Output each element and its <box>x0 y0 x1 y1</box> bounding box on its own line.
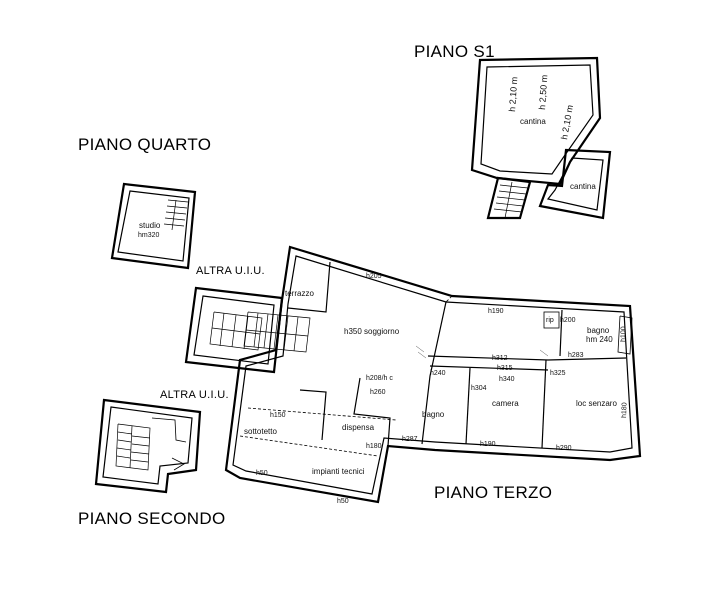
dim-h205: h205 <box>366 273 382 280</box>
dim-h283: h283 <box>568 352 584 359</box>
living-divider <box>421 301 447 445</box>
other-unit-label-lower: ALTRA U.I.U. <box>160 389 229 401</box>
floor-label-quarto: PIANO QUARTO <box>78 135 211 154</box>
basement-plan: h 2,10 m h 2,50 m h 2,10 m cantina canti… <box>470 56 612 220</box>
rip-box <box>543 311 560 329</box>
impianti-dash-line <box>239 435 379 457</box>
room-rip: rip <box>546 317 554 324</box>
second-floor-arrow <box>171 457 185 471</box>
studio-height: hm320 <box>138 232 160 239</box>
floor-label-terzo: PIANO TERZO <box>434 483 552 502</box>
other-unit-label-upper: ALTRA U.I.U. <box>196 265 265 277</box>
dim-h50a: h50 <box>256 470 268 477</box>
dim-h260: h260 <box>370 389 386 396</box>
floor-label-s1: PIANO S1 <box>414 42 495 61</box>
studio-outer-wall <box>110 182 197 270</box>
annex-wall <box>538 148 612 220</box>
room-locale: loc senzaro <box>576 399 617 408</box>
dim-h325: h325 <box>550 370 566 377</box>
terrazzo-partition <box>287 261 331 313</box>
second-floor-outer-wall <box>94 398 202 494</box>
dim-h287: h287 <box>402 436 418 443</box>
dim-h290: h290 <box>556 445 572 452</box>
right-corridor-wall <box>427 355 627 361</box>
dim-h50b: h50 <box>337 498 349 505</box>
dim-h240: h240 <box>430 370 446 377</box>
third-floor-inner-wall <box>232 255 633 495</box>
basement-height-3: h 2,10 m <box>559 104 575 140</box>
second-floor-partition <box>151 417 187 443</box>
corridor-lower-wall <box>429 365 549 371</box>
camera-locale-wall <box>541 359 547 449</box>
second-floor-plan <box>94 398 202 494</box>
room-camera: camera <box>492 399 519 408</box>
dim-h340: h340 <box>499 376 515 383</box>
basement-room-cantina-2: cantina <box>570 182 596 191</box>
dim-h190b: h190 <box>480 441 496 448</box>
sottotetto-partition <box>299 389 327 441</box>
neighbour-stair <box>209 311 263 351</box>
roof-hatch <box>415 345 549 359</box>
room-impianti: impianti tecnici <box>312 467 365 476</box>
dim-h150: h150 <box>270 412 286 419</box>
basement-stair-outline <box>486 176 532 220</box>
dim-h312: h312 <box>492 355 508 362</box>
dim-h208: h208/h c <box>366 375 393 382</box>
second-floor-stair <box>115 423 151 471</box>
annex-inner-wall <box>546 157 604 211</box>
basement-stair <box>493 181 529 219</box>
basement-outer-wall <box>470 56 602 186</box>
room-terrazzo: terrazzo <box>285 289 314 298</box>
neighbour-unit-inner <box>193 295 275 365</box>
room-sottotetto: sottotetto <box>244 427 277 436</box>
dim-h180: h180 <box>366 443 382 450</box>
basement-room-cantina-1: cantina <box>520 117 546 126</box>
dim-h190: h190 <box>488 308 504 315</box>
dim-h180v: h180 <box>621 402 629 418</box>
fourth-floor-plan: studio hm320 <box>110 182 197 270</box>
bagno-left-wall <box>559 309 563 357</box>
second-floor-inner-wall <box>102 406 193 485</box>
dim-h304: h304 <box>471 385 487 392</box>
dispensa-partition <box>353 377 391 447</box>
bagno-fixture <box>617 315 633 355</box>
studio-label: studio <box>139 221 161 230</box>
room-soggiorno: h350 soggiorno <box>344 327 400 336</box>
basement-inner-wall <box>480 64 594 175</box>
room-bagno-big: bagno <box>587 326 610 335</box>
room-bagno-small: bagno <box>422 410 445 419</box>
third-floor-stair <box>243 311 311 353</box>
basement-height-1: h 2,10 m <box>507 76 519 112</box>
third-floor-plan: terrazzo h350 soggiorno sottotetto dispe… <box>184 245 642 505</box>
neighbour-unit-wall <box>184 286 284 374</box>
corner-dash <box>445 295 453 303</box>
floor-label-secondo: PIANO SECONDO <box>78 509 225 528</box>
studio-inner-wall <box>117 190 190 262</box>
room-dispensa: dispensa <box>342 423 375 432</box>
dim-h315: h315 <box>497 365 513 372</box>
basement-height-2: h 2,50 m <box>537 74 549 110</box>
dim-h200: h200 <box>560 317 576 324</box>
dim-h100: h100 <box>620 326 628 342</box>
studio-stair <box>163 199 189 231</box>
room-bagno-big-height: hm 240 <box>586 335 613 344</box>
bagno-camera-wall <box>465 367 471 445</box>
